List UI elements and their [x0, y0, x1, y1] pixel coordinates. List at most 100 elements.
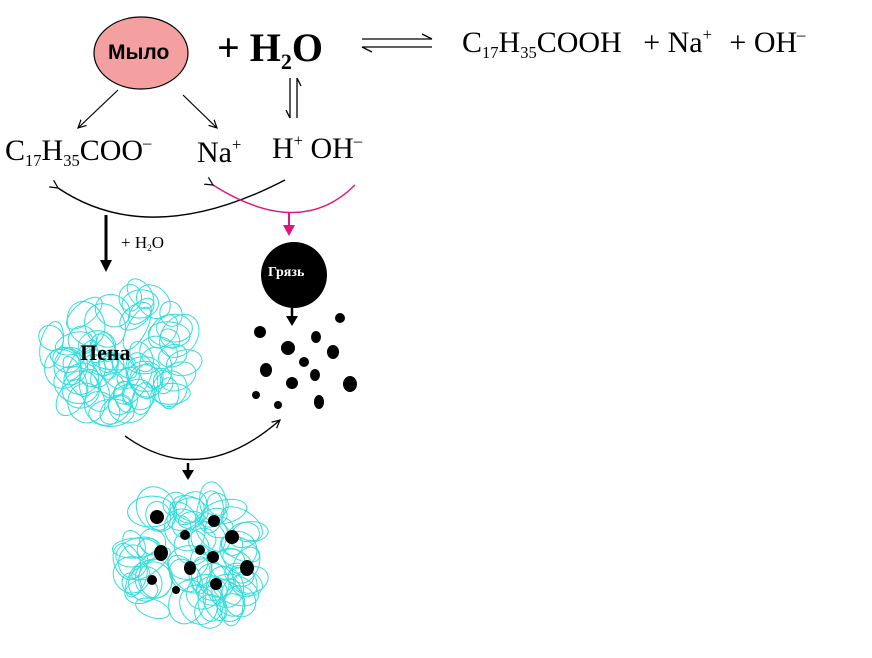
equilibrium-arrow-vertical	[285, 77, 302, 119]
product-hydroxide: + OH	[729, 26, 798, 59]
foam-step-o: O	[151, 233, 165, 252]
dirt-ball	[261, 242, 327, 308]
soap-ellipse	[93, 16, 189, 90]
foam-step-plus-h: + H	[121, 233, 148, 252]
acid-h: H	[498, 26, 521, 59]
foam-bubble	[53, 365, 99, 405]
foam-bubble	[67, 325, 97, 355]
foam-bubble	[39, 321, 65, 369]
foam-bubble	[99, 394, 132, 425]
arrow-dirt-particles-head	[286, 316, 298, 326]
foam-bubble	[220, 534, 261, 563]
foam-bubble	[159, 328, 181, 349]
foam-bubble	[49, 349, 80, 369]
foam-bubble	[115, 536, 160, 568]
foam-bubble	[159, 361, 197, 392]
foam-bubble	[94, 293, 131, 328]
foam-bubble	[55, 379, 88, 417]
acid-c: C	[462, 26, 483, 59]
foam-bubble	[148, 314, 179, 349]
foam-bubble	[135, 597, 170, 620]
foam-bubble	[111, 356, 138, 379]
plus-sign: +	[217, 25, 250, 70]
arrow-soap-to-anion	[78, 89, 119, 128]
dirt-in-foam	[147, 510, 254, 594]
foam-bubble	[67, 382, 106, 424]
foam-bubble	[62, 355, 89, 397]
foam-bubble	[83, 391, 121, 426]
foam-bubble	[195, 576, 228, 606]
foam-bubble	[122, 306, 152, 351]
foam-bubble	[150, 382, 191, 405]
foam-bubble	[165, 349, 203, 377]
foam-bubble	[119, 302, 152, 331]
foam-bubble	[90, 354, 118, 389]
foam-bubble	[53, 347, 89, 386]
foam-bubble	[157, 377, 180, 410]
acid-h-sub: 35	[520, 42, 537, 62]
foam-bubble	[107, 383, 151, 424]
acid-rest: COOH	[536, 26, 622, 59]
foam-bubble	[159, 313, 200, 358]
foam-bubble	[103, 351, 125, 374]
foam-step-sub: 2	[147, 244, 152, 255]
anion-h: H	[41, 134, 64, 167]
curve-anion-hydroxide	[58, 179, 286, 218]
products: C17H35COOH + Na+ + OH–	[462, 24, 806, 61]
hydroxide-charge: –	[353, 130, 363, 150]
foam-bubble	[145, 501, 172, 531]
foam-bubble	[188, 527, 217, 554]
foam-bubble	[219, 530, 258, 569]
foam-with-dirt-cloud	[111, 481, 269, 629]
product-hydroxide-charge: –	[797, 24, 806, 44]
foam-bubble	[135, 486, 177, 532]
foam-bubble	[112, 556, 151, 594]
foam-bubble	[121, 572, 142, 596]
foam-bubble	[99, 373, 125, 399]
foam-bubble	[177, 510, 205, 529]
foam-bubble	[127, 356, 160, 375]
hydrogen-charge: +	[293, 130, 303, 150]
sodium-symbol: Na	[197, 136, 232, 169]
curve-sodium-hydroxide	[213, 185, 356, 214]
dirt-particles	[252, 313, 357, 409]
dirt-label: Грязь	[268, 265, 305, 280]
water-subscript: 2	[280, 48, 292, 74]
sodium-ion: Na+	[197, 136, 241, 169]
foam-bubble	[157, 343, 188, 368]
anion-c-sub: 17	[25, 150, 42, 170]
foam-bubble	[194, 594, 226, 629]
foam-step-water: + H2O	[121, 233, 165, 255]
product-sodium-charge: +	[702, 24, 712, 44]
arrow-soap-to-sodium	[182, 94, 217, 128]
foam-bubble	[232, 546, 261, 584]
arrow-to-dirty-foam-head	[182, 470, 194, 480]
arrow-to-dirt-head	[283, 225, 295, 236]
water-ions: H+ OH–	[272, 130, 363, 165]
foam-bubble	[156, 313, 193, 343]
arrow-to-foam-head	[100, 260, 112, 272]
foam-bubble	[61, 370, 101, 409]
foam-bubble	[168, 579, 207, 625]
foam-bubble	[205, 565, 245, 608]
acid-c-sub: 17	[482, 42, 499, 62]
curve-combine	[124, 420, 280, 461]
foam-label: Пена	[80, 340, 131, 365]
foam-bubble	[219, 578, 244, 627]
foam-bubble	[84, 303, 127, 348]
foam-bubble	[139, 335, 179, 370]
soap-label: Мыло	[108, 41, 170, 64]
equilibrium-arrow-main	[361, 33, 433, 53]
foam-bubble	[216, 593, 246, 622]
anion-h-sub: 35	[63, 150, 80, 170]
foam-bubble	[131, 382, 154, 416]
foam-bubble	[134, 558, 174, 599]
foam-bubble	[125, 562, 148, 598]
foam-bubble	[173, 529, 210, 566]
foam-bubble	[152, 370, 188, 407]
water-reactant: + H2O	[217, 25, 324, 73]
anion-c: C	[5, 134, 26, 167]
hydroxide-symbol: OH	[310, 132, 354, 165]
water-o: O	[291, 25, 324, 70]
